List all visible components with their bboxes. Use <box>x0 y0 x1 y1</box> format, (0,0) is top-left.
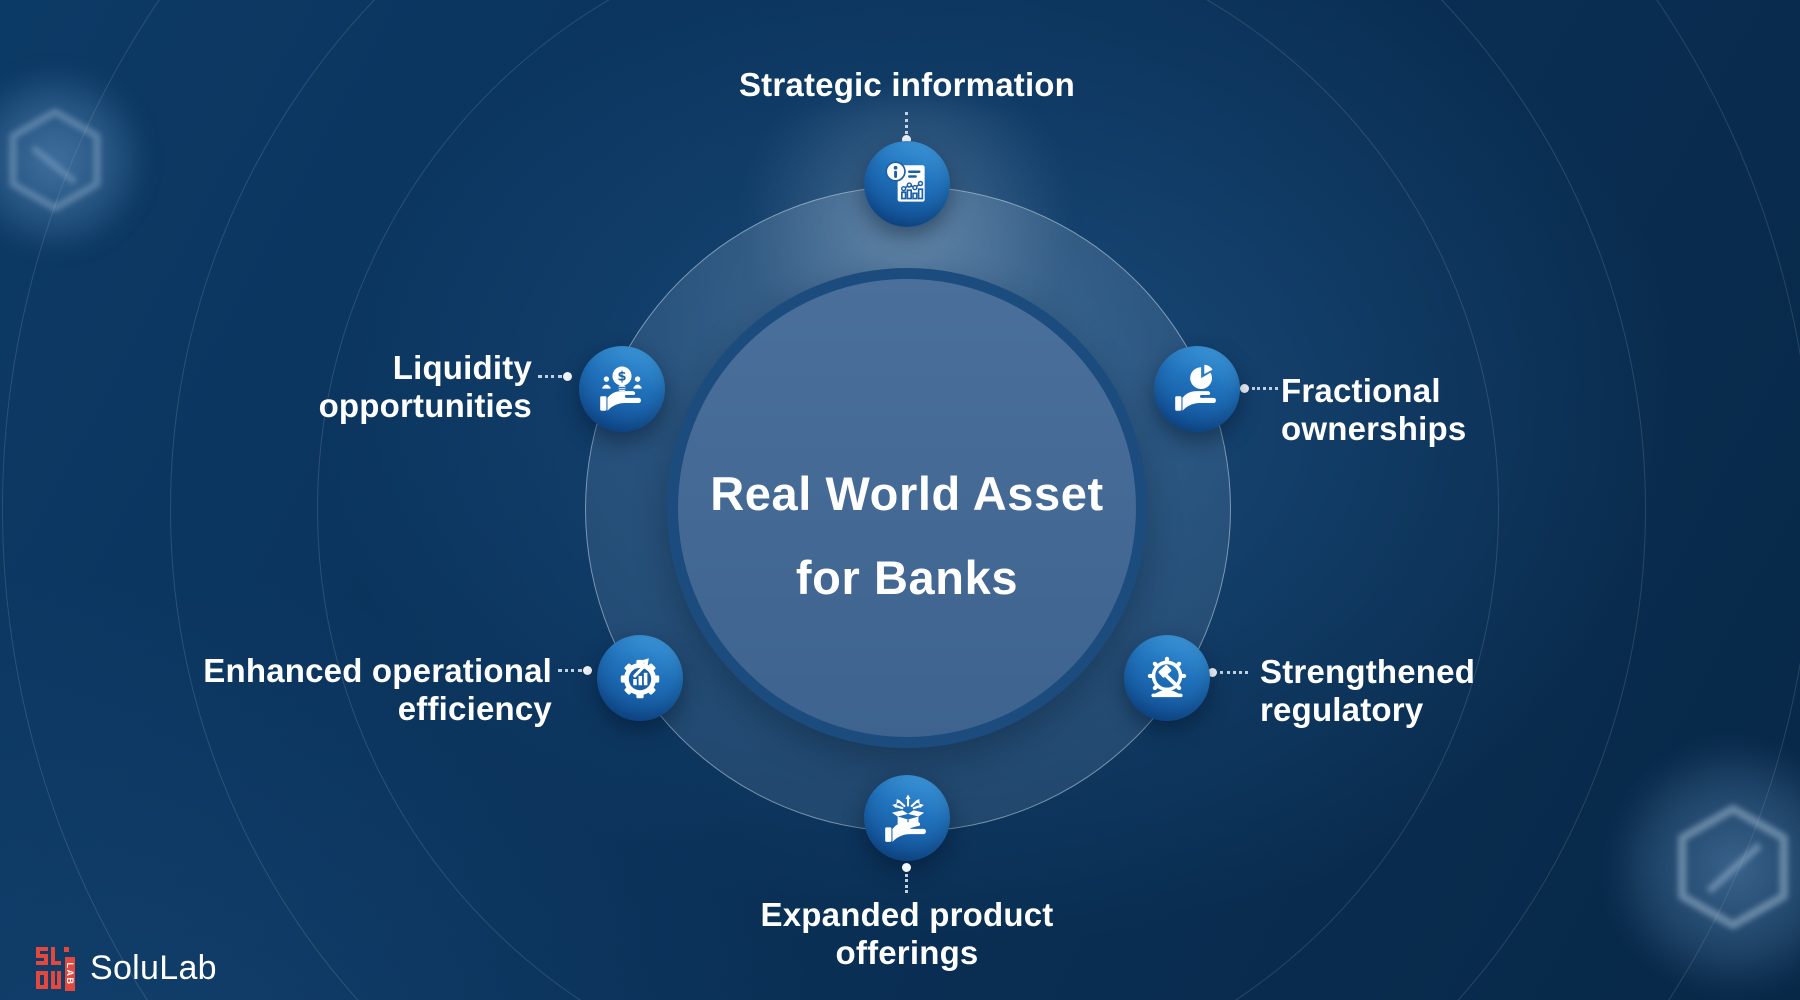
gear-bar-chart-icon <box>620 658 660 699</box>
connector-dot-fractional <box>1240 384 1249 393</box>
hub-title-line1: Real World Asset <box>710 467 1104 520</box>
label-line: Enhanced operational <box>203 652 552 689</box>
hand-open-box-icon <box>885 794 926 842</box>
label-line: ownerships <box>1281 410 1467 447</box>
hexagon-icon <box>9 108 101 212</box>
node-icon-liquidity-opportunities: $ <box>579 346 665 432</box>
node-icon-strategic-information <box>864 141 950 227</box>
connector-dot-liquidity <box>563 372 572 381</box>
connector-regulatory <box>1220 671 1248 674</box>
hand-pie-chart-icon <box>1175 364 1216 411</box>
solulab-logo: LAB SoluLab <box>35 945 217 991</box>
hexagon-icon <box>1677 804 1789 930</box>
hexagon-glow-bottom-right <box>1605 738 1800 998</box>
label-expanded-product-offerings: Expanded product offerings <box>657 896 1157 972</box>
hub-title-line2: for Banks <box>795 551 1019 604</box>
label-line: Strategic information <box>738 66 1076 103</box>
label-line: Expanded product <box>760 896 1054 933</box>
label-line: Liquidity <box>392 349 532 386</box>
label-enhanced-operational-efficiency: Enhanced operational efficiency <box>102 652 552 728</box>
label-strategic-information: Strategic information <box>607 66 1207 104</box>
hand-bulb-dollar-icon: $ <box>600 366 642 411</box>
label-line: Fractional <box>1281 372 1441 409</box>
node-icon-fractional-ownerships <box>1154 346 1240 432</box>
label-line: efficiency <box>397 690 552 727</box>
label-strengthened-regulatory: Strengthened regulatory <box>1260 653 1710 729</box>
connector-dot-expanded <box>902 863 911 872</box>
report-info-icon <box>885 161 925 202</box>
label-liquidity-opportunities: Liquidity opportunities <box>82 349 532 425</box>
connector-fractional <box>1252 387 1278 390</box>
label-line: regulatory <box>1260 691 1424 728</box>
gavel-gear-icon <box>1147 656 1187 698</box>
connector-dot-efficiency <box>583 666 592 675</box>
label-line: Strengthened <box>1260 653 1476 690</box>
connector-dot-regulatory <box>1208 668 1217 677</box>
connector-strategic <box>905 112 908 134</box>
label-fractional-ownerships: Fractional ownerships <box>1281 372 1731 448</box>
hexagon-glow-top-left <box>0 65 150 255</box>
node-icon-enhanced-operational-efficiency <box>597 635 683 721</box>
solulab-logo-text: SoluLab <box>90 948 217 987</box>
connector-expanded <box>905 874 908 893</box>
node-icon-expanded-product-offerings <box>864 775 950 861</box>
connector-efficiency <box>558 669 582 672</box>
connector-liquidity <box>538 375 562 378</box>
hub-inner-circle <box>667 268 1147 748</box>
svg-text:$: $ <box>617 370 626 385</box>
node-icon-strengthened-regulatory <box>1124 635 1210 721</box>
connector-dot-strategic <box>902 135 911 144</box>
solulab-logo-mark-icon: LAB <box>36 947 75 991</box>
label-line: offerings <box>835 934 979 971</box>
svg-text:LAB: LAB <box>65 963 75 986</box>
label-line: opportunities <box>318 387 532 424</box>
